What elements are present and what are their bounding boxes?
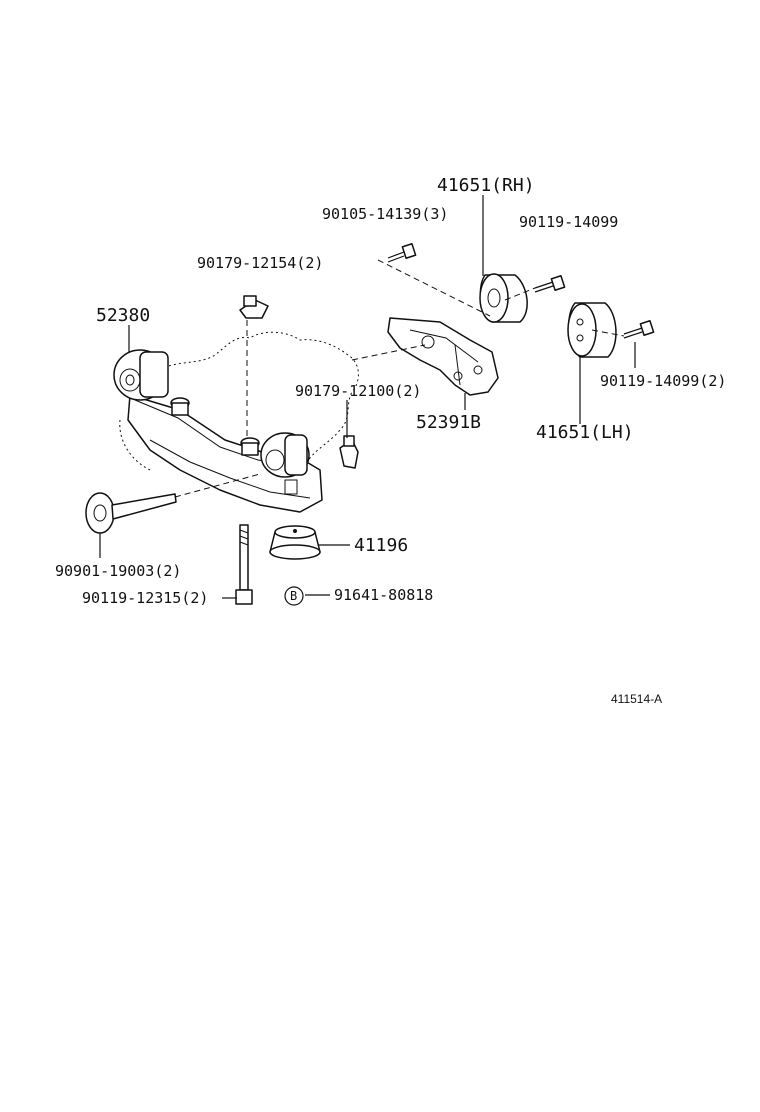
label-90119-14099: 90119-14099 bbox=[519, 213, 618, 231]
b-marker-circle bbox=[284, 586, 304, 606]
label-52391b: 52391B bbox=[416, 412, 481, 433]
label-90119-14099-2: 90119-14099(2) bbox=[600, 372, 726, 390]
insulator-41651-lh bbox=[567, 302, 617, 358]
bolt-90119-14099 bbox=[534, 274, 566, 293]
bolt-90119-14099-2 bbox=[623, 319, 655, 339]
label-90179-12100: 90179-12100(2) bbox=[295, 382, 421, 400]
bracket-52391b bbox=[387, 317, 499, 396]
reference-code: 411514-A bbox=[611, 692, 662, 706]
label-41651-rh: 41651(RH) bbox=[437, 175, 535, 196]
label-52380: 52380 bbox=[96, 305, 150, 326]
label-90179-12154: 90179-12154(2) bbox=[197, 254, 323, 272]
label-41651-lh: 41651(LH) bbox=[536, 422, 634, 443]
bolt-90901-19003 bbox=[85, 492, 177, 534]
label-90119-12315: 90119-12315(2) bbox=[82, 589, 208, 607]
label-90901-19003: 90901-19003(2) bbox=[55, 562, 181, 580]
stopper-41196 bbox=[269, 525, 321, 560]
bolt-90105-14139 bbox=[387, 242, 417, 263]
nut-90179-12154 bbox=[239, 295, 269, 319]
nut-90179-12100 bbox=[339, 435, 359, 469]
label-90105-14139: 90105-14139(3) bbox=[322, 205, 448, 223]
label-91641-80818: 91641-80818 bbox=[334, 586, 433, 604]
bolt-90119-12315 bbox=[235, 524, 253, 605]
insulator-41651-rh bbox=[479, 273, 528, 323]
crossmember-52380 bbox=[113, 349, 323, 513]
engine-outline bbox=[119, 331, 359, 489]
label-41196: 41196 bbox=[354, 535, 408, 556]
b-marker-letter: B bbox=[290, 589, 297, 603]
